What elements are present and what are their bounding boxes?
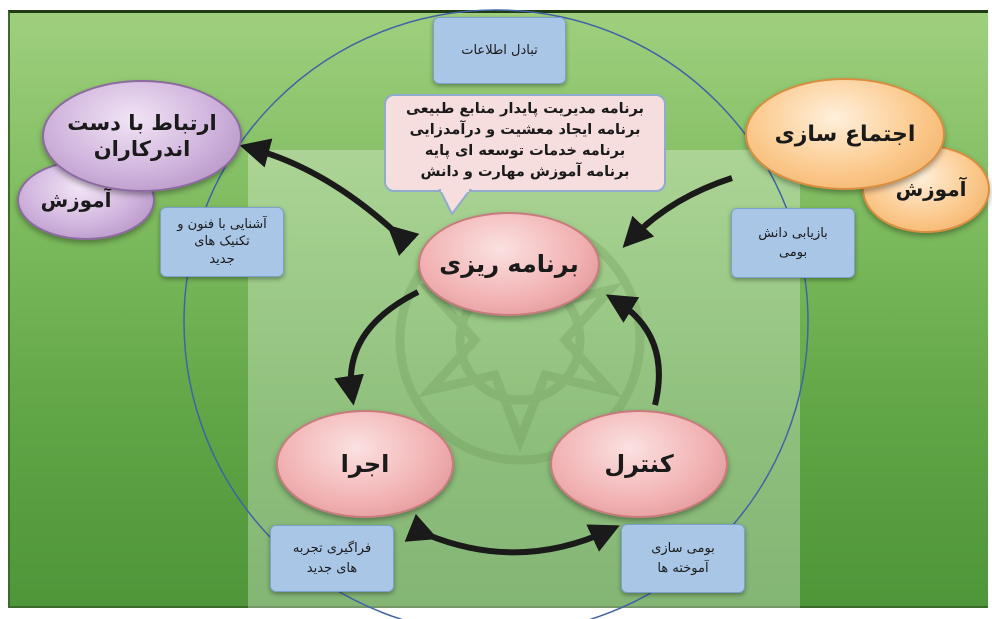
new-experience-box: فراگیری تجربه های جدید	[270, 525, 394, 592]
indigenous-knowledge-box: بازیابی دانش بومی	[731, 208, 855, 278]
arrow-socialization-planning	[622, 175, 733, 248]
socialization-node: اجتماع سازی	[745, 78, 945, 190]
arrow-stakeholders-planning	[239, 138, 420, 257]
new-techniques-box: آشنایی با فنون و تکنیک های جدید	[160, 207, 284, 277]
stakeholders-label-line-2: اندرکاران	[93, 137, 191, 161]
planning-node: برنامه ریزی	[418, 212, 600, 316]
stakeholders-node: ارتباط با دست اندرکاران	[42, 80, 242, 192]
indigenous-knowledge-line-2: بومی	[778, 245, 808, 260]
arrow-control-planning	[605, 294, 662, 406]
new-techniques-line-3: جدید	[209, 251, 235, 267]
new-techniques-line-2: تکنیک های	[194, 234, 250, 250]
stakeholders-label-line-1: ارتباط با دست	[67, 110, 217, 135]
callout-line-2: برنامه ایجاد معشیت و درآمدزایی	[409, 122, 641, 139]
education-left-label: آموزش	[40, 188, 112, 212]
arrow-execution-control	[404, 513, 620, 556]
control-node: کنترل	[550, 410, 728, 518]
execution-node: اجرا	[276, 410, 454, 518]
info-exchange-label: تبادل اطلاعات	[461, 42, 538, 58]
education-right-label: آموزش	[895, 177, 967, 201]
callout-line-4: برنامه آموزش مهارت و دانش	[420, 164, 630, 181]
planning-label: برنامه ریزی	[439, 250, 579, 278]
localization-line-2: آموخته ها	[657, 560, 709, 576]
new-experience-line-1: فراگیری تجربه	[292, 541, 372, 556]
outer-cycle-ring	[183, 9, 809, 619]
localization-box: بومی سازی آموخته ها	[621, 524, 745, 593]
new-techniques-line-1: آشنایی با فنون و	[177, 216, 267, 232]
indigenous-knowledge-line-1: بازیابی دانش	[758, 225, 828, 241]
callout-line-1: برنامه مدیریت پایدار منابع طبیعی	[406, 101, 644, 117]
callout-line-3: برنامه خدمات توسعه ای پایه	[424, 143, 626, 160]
info-exchange-box: تبادل اطلاعات	[433, 17, 566, 84]
socialization-label: اجتماع سازی	[774, 121, 916, 147]
execution-label: اجرا	[340, 450, 390, 478]
control-label: کنترل	[604, 450, 674, 478]
localization-line-1: بومی سازی	[651, 541, 715, 556]
arrow-planning-execution	[334, 289, 420, 406]
programs-callout: برنامه مدیریت پایدار منابع طبیعی برنامه …	[384, 94, 666, 192]
new-experience-line-2: های جدید	[306, 560, 358, 576]
